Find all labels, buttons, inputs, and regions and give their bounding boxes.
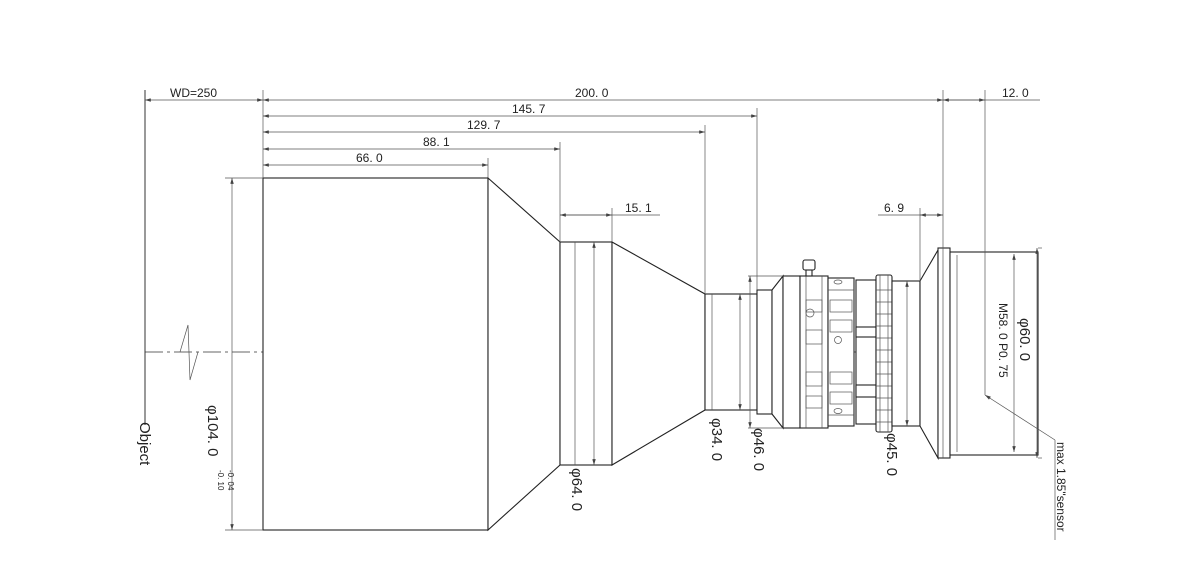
lens-body [262, 176, 1039, 532]
dim-6-9: 6. 9 [884, 201, 904, 215]
sensor-callout: max 1.85"sensor [984, 394, 1068, 540]
wd-label: WD=250 [170, 86, 217, 100]
dia-60: φ60. 0 [1016, 318, 1033, 361]
dia-64: φ64. 0 [568, 468, 585, 511]
sensor-note: max 1.85"sensor [1054, 442, 1068, 532]
diameter-dimensions: φ104. 0 -0. 04 -0. 10 φ64. 0 φ34. 0 φ46.… [204, 177, 1042, 531]
dia-104-tol-lower: -0. 10 [216, 470, 225, 491]
dia-46: φ46. 0 [750, 428, 767, 471]
dim-129-7: 129. 7 [467, 118, 501, 132]
dim-88-1: 88. 1 [423, 135, 450, 149]
dim-200: 200. 0 [575, 86, 609, 100]
dim-145-7: 145. 7 [512, 102, 546, 116]
aperture-ring [799, 259, 829, 429]
dia-34: φ34. 0 [708, 418, 725, 461]
focus-ring [827, 277, 855, 427]
lock-screw [802, 259, 816, 271]
break-symbol [179, 324, 199, 381]
dim-66: 66. 0 [356, 151, 383, 165]
dim-12: 12. 0 [1002, 86, 1029, 100]
dia-104: φ104. 0 [204, 405, 221, 456]
length-dimensions: WD=250 200. 0 12. 0 145. 7 129. 7 88. 1 … [145, 86, 1040, 395]
object-plane: Object [136, 90, 153, 466]
dia-104-tol-upper: -0. 04 [226, 470, 235, 491]
dim-15-1: 15. 1 [625, 201, 652, 215]
thread-spec: M58. 0 P0. 75 [996, 303, 1010, 378]
knurled-ring [875, 274, 893, 433]
object-label: Object [136, 422, 153, 466]
dia-45: φ45. 0 [883, 433, 900, 476]
